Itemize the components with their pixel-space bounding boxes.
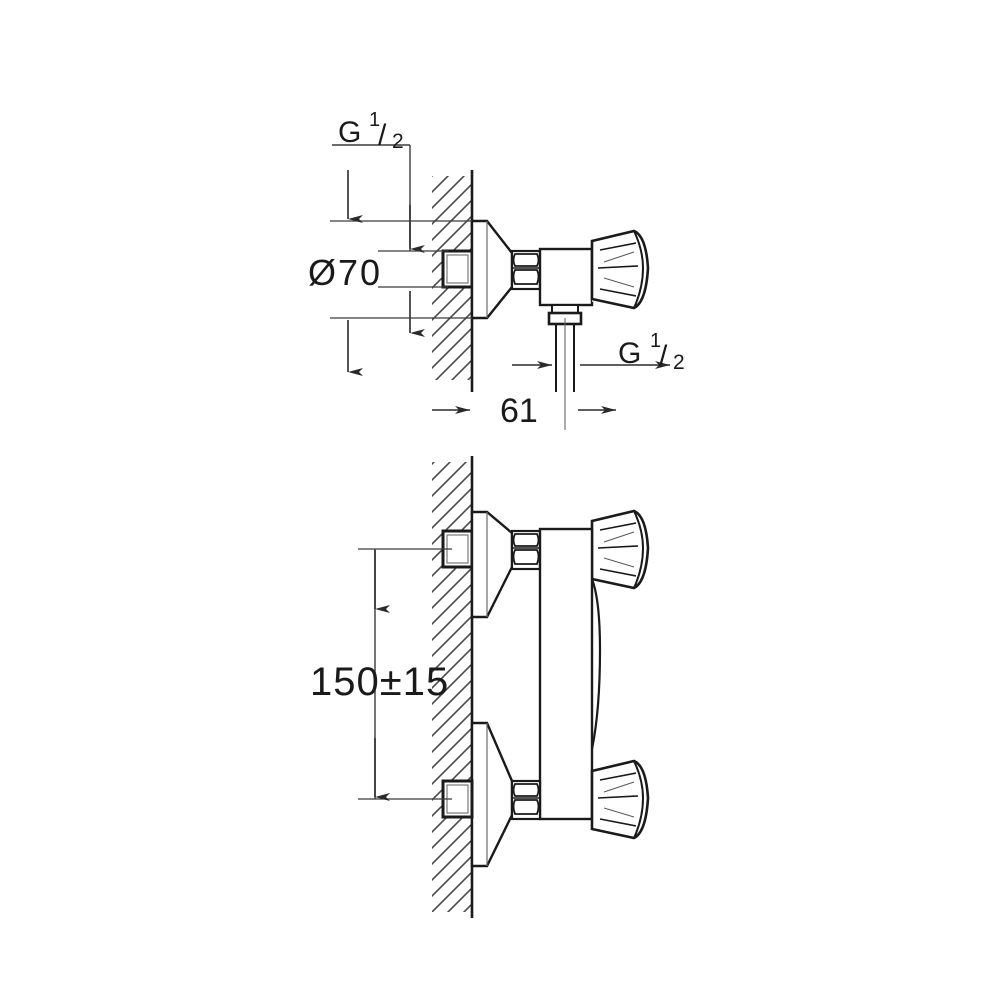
- escutcheon-cone-lower: [470, 721, 514, 868]
- dimension-projection-61: 61: [432, 392, 616, 430]
- handle-knob: [590, 229, 650, 310]
- outlet-spigot: [547, 304, 583, 430]
- valve-body: [538, 247, 594, 307]
- escutcheon-cone-upper: [470, 510, 514, 619]
- dimension-label-g-half-inlet: G: [338, 116, 361, 149]
- dimension-label-diameter-70: Ø70: [308, 252, 382, 293]
- dimension-diameter-70: Ø70: [308, 170, 472, 376]
- dimension-label-g-half-inlet-numerator: 1: [369, 109, 380, 131]
- hex-nut-lower: [510, 779, 542, 821]
- valve-lower: [441, 721, 650, 868]
- dimension-label-g-half-outlet-denominator: 2: [673, 351, 685, 374]
- side-section-view: G 1 / 2 Ø70 G 1 / 2: [308, 109, 685, 430]
- fraction-slash-inlet: /: [378, 119, 387, 152]
- dimension-g-half-inlet: G 1 / 2: [332, 109, 448, 337]
- dimension-label-centres-150: 150±15: [310, 660, 449, 704]
- connecting-body: [538, 527, 602, 821]
- valve-upper: [441, 509, 650, 619]
- front-view: 150±15: [310, 456, 650, 918]
- hex-nut-upper: [510, 529, 542, 571]
- square-flange: [441, 249, 474, 289]
- dimension-label-g-half-outlet-numerator: 1: [650, 330, 661, 352]
- dimension-label-projection-61: 61: [500, 392, 538, 430]
- escutcheon-cone: [470, 219, 514, 320]
- square-flange-lower: [441, 779, 474, 819]
- dimension-label-g-half-inlet-denominator: 2: [392, 130, 404, 153]
- hex-nut: [510, 249, 542, 291]
- handle-knob-upper: [590, 509, 650, 590]
- dimension-label-g-half-outlet: G: [618, 337, 641, 370]
- dimension-g-half-outlet: G 1 / 2: [512, 330, 685, 374]
- handle-knob-lower: [590, 759, 650, 840]
- dimension-centres-150: 150±15: [310, 548, 452, 801]
- fraction-slash-outlet: /: [659, 340, 668, 373]
